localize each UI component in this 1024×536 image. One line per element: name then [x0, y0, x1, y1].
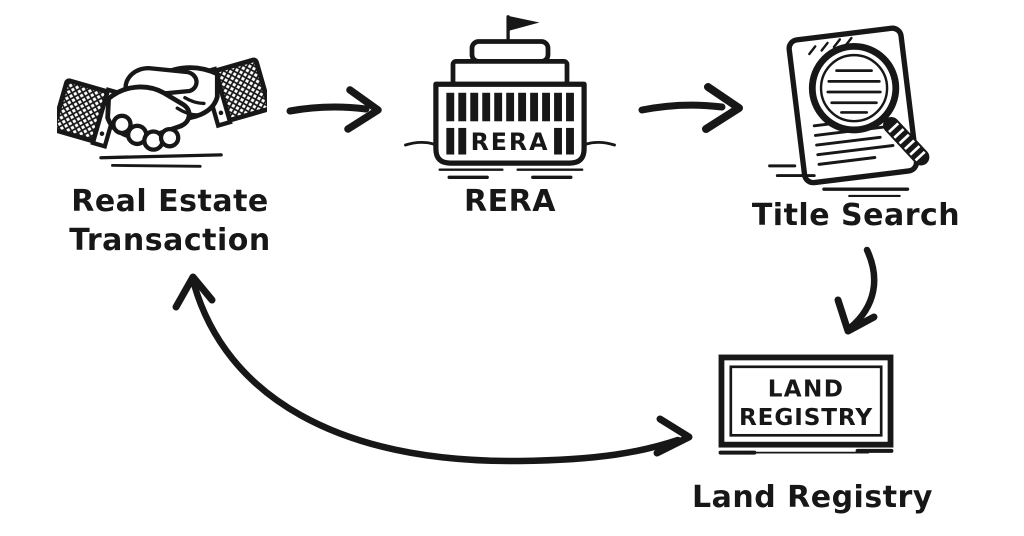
node-title-search — [754, 20, 958, 200]
ground-lines — [404, 140, 616, 179]
magnifier-icon — [808, 42, 930, 166]
label-line: Title Search — [751, 198, 961, 233]
building-sign-text: RERA — [471, 128, 550, 156]
arrow-rera-to-title-search — [638, 83, 743, 133]
handshake-icon — [51, 57, 272, 168]
label-rera: RERA — [396, 182, 624, 221]
node-rera: RERA — [396, 10, 624, 186]
label-land-registry: Land Registry — [692, 478, 932, 517]
sign-text-line1: LAND — [768, 377, 845, 403]
node-land-registry: LAND REGISTRY — [717, 353, 895, 458]
label-title-search: Title Search — [734, 196, 978, 235]
arrow-title-search-to-land-registry — [834, 246, 878, 335]
label-line: Transaction — [69, 223, 271, 258]
label-line: RERA — [464, 184, 556, 219]
clasped-hands — [105, 65, 220, 152]
signboard-icon: LAND REGISTRY — [718, 354, 894, 455]
document-magnifier-icon — [768, 25, 930, 198]
label-real-estate-transaction: Real Estate Transaction — [40, 182, 300, 260]
ground-lines — [99, 153, 223, 168]
node-real-estate-transaction — [51, 30, 272, 173]
label-line: Land Registry — [692, 480, 933, 515]
window-bars — [446, 92, 574, 155]
sign-text-line2: REGISTRY — [739, 405, 873, 431]
ground-lines — [768, 164, 910, 198]
ground-lines — [718, 448, 894, 455]
label-line: Real Estate — [71, 184, 269, 219]
government-building-icon: RERA — [404, 15, 616, 179]
arrow-real-estate-to-rera — [286, 86, 382, 133]
arrow-land-registry-to-real-estate — [172, 273, 693, 465]
